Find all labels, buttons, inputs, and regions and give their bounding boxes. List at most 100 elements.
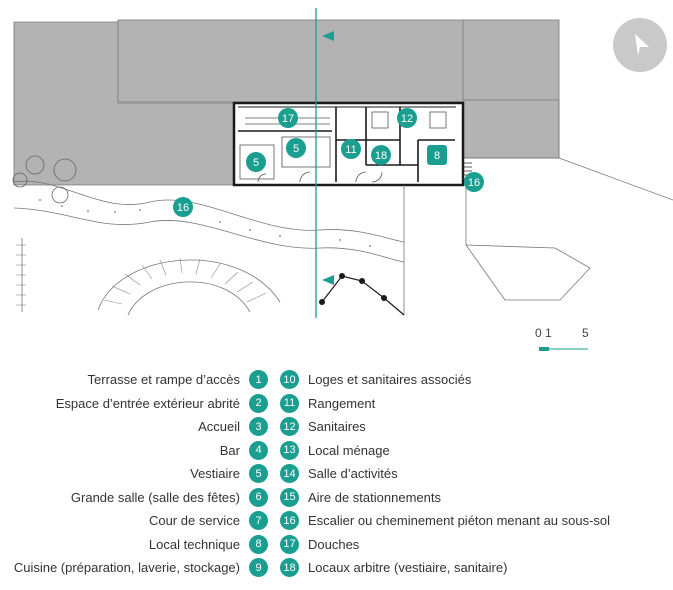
hatch [246, 292, 267, 303]
room-markers: 17 12 5 5 11 18 8 16 16 [173, 108, 484, 217]
amphitheatre-outer [97, 259, 281, 311]
section-arrow-icon [322, 275, 334, 285]
tree-icon [25, 155, 45, 175]
legend-number-badge: 4 [249, 440, 268, 460]
marker-badge [397, 108, 417, 128]
legend-number-badge: 12 [280, 417, 299, 437]
room-marker-16: 16 [173, 197, 193, 217]
scale-label-5: 5 [582, 326, 589, 340]
legend-number-badge: 3 [249, 417, 268, 437]
legend-item: 13 Local ménage [280, 439, 673, 463]
marker-label: 16 [177, 202, 189, 214]
building-main [117, 19, 464, 103]
legend-label: Espace d’entrée extérieur abrité [55, 395, 240, 411]
legend-number-badge: 8 [249, 534, 268, 554]
room-marker-5: 5 [286, 138, 306, 158]
legend-label: Sanitaires [308, 419, 366, 435]
marker-label: 11 [345, 144, 356, 156]
dot [39, 199, 41, 201]
legend-label: Aire de stationnements [308, 489, 441, 505]
legend-number-badge: 2 [249, 393, 268, 413]
wc [371, 111, 389, 129]
zigzag [319, 273, 405, 316]
marker-badge [246, 152, 266, 172]
marker-badge [427, 145, 447, 165]
hatch [124, 273, 141, 286]
legend-number-badge: 11 [280, 393, 299, 413]
bench [281, 136, 331, 168]
marker-badge [278, 108, 298, 128]
path-edge [13, 180, 405, 243]
room-marker-17: 17 [278, 108, 298, 128]
slope-line [558, 157, 673, 201]
marker-badge [464, 172, 484, 192]
zigzag-node [359, 278, 365, 284]
legend-label: Locaux arbitre (vestiaire, sanitaire) [308, 560, 508, 576]
landscape [13, 157, 673, 316]
legend-item: Local technique 8 [0, 533, 268, 557]
north-indicator[interactable] [613, 18, 667, 72]
door-swing [299, 171, 311, 183]
marker-badge [286, 138, 306, 158]
legend-label: Rangement [308, 395, 376, 411]
marker-badge [173, 197, 193, 217]
legend-number-badge: 13 [280, 440, 299, 460]
locker-block [239, 144, 275, 180]
legend-label: Escalier ou cheminement piéton menant au… [308, 513, 611, 529]
marker-badge [341, 139, 361, 159]
hatch [236, 281, 254, 293]
path-edge [13, 207, 405, 263]
legend-label: Local technique [148, 536, 240, 552]
marker-label: 16 [468, 177, 480, 189]
room-marker-5: 5 [246, 152, 266, 172]
legend-label: Accueil [198, 419, 240, 435]
dot [61, 205, 63, 207]
room-marker-11: 11 [341, 139, 361, 159]
dot [249, 229, 251, 231]
legend-number-badge: 17 [280, 534, 299, 554]
marker-label: 12 [401, 113, 413, 125]
marker-badge [371, 145, 391, 165]
scale-segment [539, 347, 549, 351]
room-marker-18: 18 [371, 145, 391, 165]
hatching [16, 244, 267, 306]
hatch [141, 264, 153, 280]
section-arrow-icon [322, 31, 334, 41]
hatch [111, 285, 131, 295]
dot [369, 245, 371, 247]
legend-number-badge: 18 [280, 558, 299, 578]
marker-label: 5 [293, 143, 299, 155]
room-marker-16: 16 [464, 172, 484, 192]
door-swing [257, 173, 267, 183]
legend-item: Espace d’entrée extérieur abrité 2 [0, 392, 268, 416]
hatch [159, 259, 167, 276]
hatch [195, 258, 201, 275]
legend-item: 18 Locaux arbitre (vestiaire, sanitaire) [280, 556, 673, 580]
tree-icon [53, 158, 77, 182]
legend-item: Accueil 3 [0, 415, 268, 439]
legend-number-badge: 6 [249, 487, 268, 507]
existing-buildings [13, 19, 560, 186]
legend-item: Cuisine (préparation, laverie, stockage)… [0, 556, 268, 580]
legend-number-badge: 14 [280, 464, 299, 484]
legend-item: 12 Sanitaires [280, 415, 673, 439]
room-marker-8: 8 [427, 145, 447, 165]
legend-label: Cuisine (préparation, laverie, stockage) [13, 560, 240, 576]
dot [339, 239, 341, 241]
amphitheatre-inner [127, 281, 251, 316]
dot [219, 221, 221, 223]
legend-label: Local ménage [308, 442, 390, 458]
legend-label: Grande salle (salle des fêtes) [70, 489, 240, 505]
slope-line [465, 244, 591, 269]
legend-item: Grande salle (salle des fêtes) 6 [0, 486, 268, 510]
tree-icon [12, 172, 28, 188]
legend-number-badge: 7 [249, 511, 268, 531]
